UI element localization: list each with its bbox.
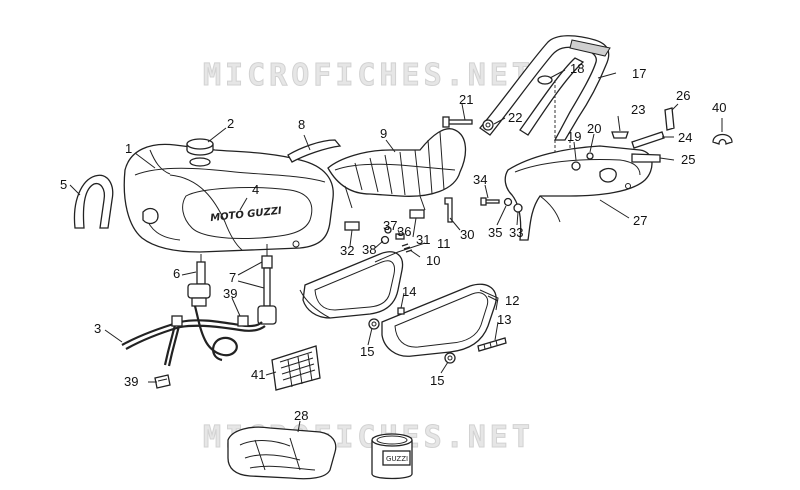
rubber-strap xyxy=(73,174,114,229)
callout-4: 4 xyxy=(252,182,260,197)
spacer-18 xyxy=(537,75,553,85)
callout-7: 7 xyxy=(229,270,237,285)
callout-21: 21 xyxy=(459,92,474,107)
can-label: GUZZI xyxy=(386,455,408,463)
callout-30: 30 xyxy=(460,227,475,242)
callout-23: 23 xyxy=(631,102,646,117)
seat xyxy=(327,128,467,211)
watermark-top: MICROFICHES.NET xyxy=(203,58,534,94)
callout-31: 31 xyxy=(416,232,431,247)
callout-5: 5 xyxy=(60,177,68,192)
callout-2: 2 xyxy=(227,116,235,131)
side-cover-right xyxy=(381,283,499,357)
callout-34: 34 xyxy=(473,172,488,187)
callout-27: 27 xyxy=(633,213,648,228)
callout-14: 14 xyxy=(402,284,417,299)
fuel-tap-2 xyxy=(257,244,277,325)
callout-28: 28 xyxy=(294,408,309,423)
washer-35 xyxy=(503,197,513,207)
callout-32: 32 xyxy=(340,243,355,258)
decal-sheet xyxy=(271,345,321,391)
side-cover-left xyxy=(299,251,404,319)
nut-38 xyxy=(380,235,390,245)
grommet-20 xyxy=(586,152,594,160)
callout-37: 37 xyxy=(383,218,398,233)
leader-lines xyxy=(69,69,723,433)
callout-25: 25 xyxy=(681,152,696,167)
nut-33 xyxy=(513,203,523,213)
callout-39-lower: 39 xyxy=(124,374,139,389)
paint-can xyxy=(371,433,413,480)
hose-clip xyxy=(154,374,171,389)
callout-20: 20 xyxy=(587,121,602,136)
fuel-hoses xyxy=(121,305,266,367)
callout-13: 13 xyxy=(497,312,512,327)
callout-15-left: 15 xyxy=(360,344,375,359)
bolt-21 xyxy=(442,116,473,128)
screw-19 xyxy=(571,161,581,171)
seat-catch xyxy=(444,197,453,223)
callout-41: 41 xyxy=(251,367,266,382)
callout-11: 11 xyxy=(437,236,451,251)
emblem-26 xyxy=(664,107,675,131)
grommet-14 xyxy=(397,307,405,315)
grab-rail xyxy=(479,35,611,170)
cable-guide xyxy=(287,139,342,163)
callout-15-right: 15 xyxy=(430,373,445,388)
callout-35: 35 xyxy=(488,225,503,240)
callout-3: 3 xyxy=(94,321,102,336)
callout-40: 40 xyxy=(712,100,727,115)
callout-33: 33 xyxy=(509,225,524,240)
callout-19: 19 xyxy=(567,129,582,144)
screw-34 xyxy=(480,197,500,206)
callout-24: 24 xyxy=(678,130,693,145)
washer-22 xyxy=(482,119,494,131)
filler-cap xyxy=(186,138,214,167)
callout-26: 26 xyxy=(676,88,691,103)
callout-22: 22 xyxy=(508,110,523,125)
seat-bracket-right xyxy=(409,209,425,219)
callout-1: 1 xyxy=(125,141,133,156)
grommet-15-left xyxy=(368,318,380,330)
callout-9: 9 xyxy=(380,126,388,141)
callout-38: 38 xyxy=(362,242,377,257)
tail-light xyxy=(631,153,661,163)
callout-10: 10 xyxy=(426,253,441,268)
callout-6: 6 xyxy=(173,266,181,281)
emblem-23 xyxy=(611,131,629,139)
tool-bag xyxy=(227,426,337,480)
callout-18: 18 xyxy=(570,61,585,76)
fuel-tap xyxy=(187,254,211,307)
tail-fairing xyxy=(504,145,653,241)
grommet-40 xyxy=(712,133,733,145)
callout-8: 8 xyxy=(298,117,306,132)
seat-bracket-left xyxy=(344,221,360,231)
callout-12: 12 xyxy=(505,293,520,308)
stud-13 xyxy=(477,337,507,352)
callout-36: 36 xyxy=(397,224,412,239)
emblem-24 xyxy=(631,131,665,149)
callout-17: 17 xyxy=(632,66,647,81)
callout-39-upper: 39 xyxy=(223,286,238,301)
fuel-tank xyxy=(123,143,334,253)
grommet-15-right xyxy=(444,352,456,364)
